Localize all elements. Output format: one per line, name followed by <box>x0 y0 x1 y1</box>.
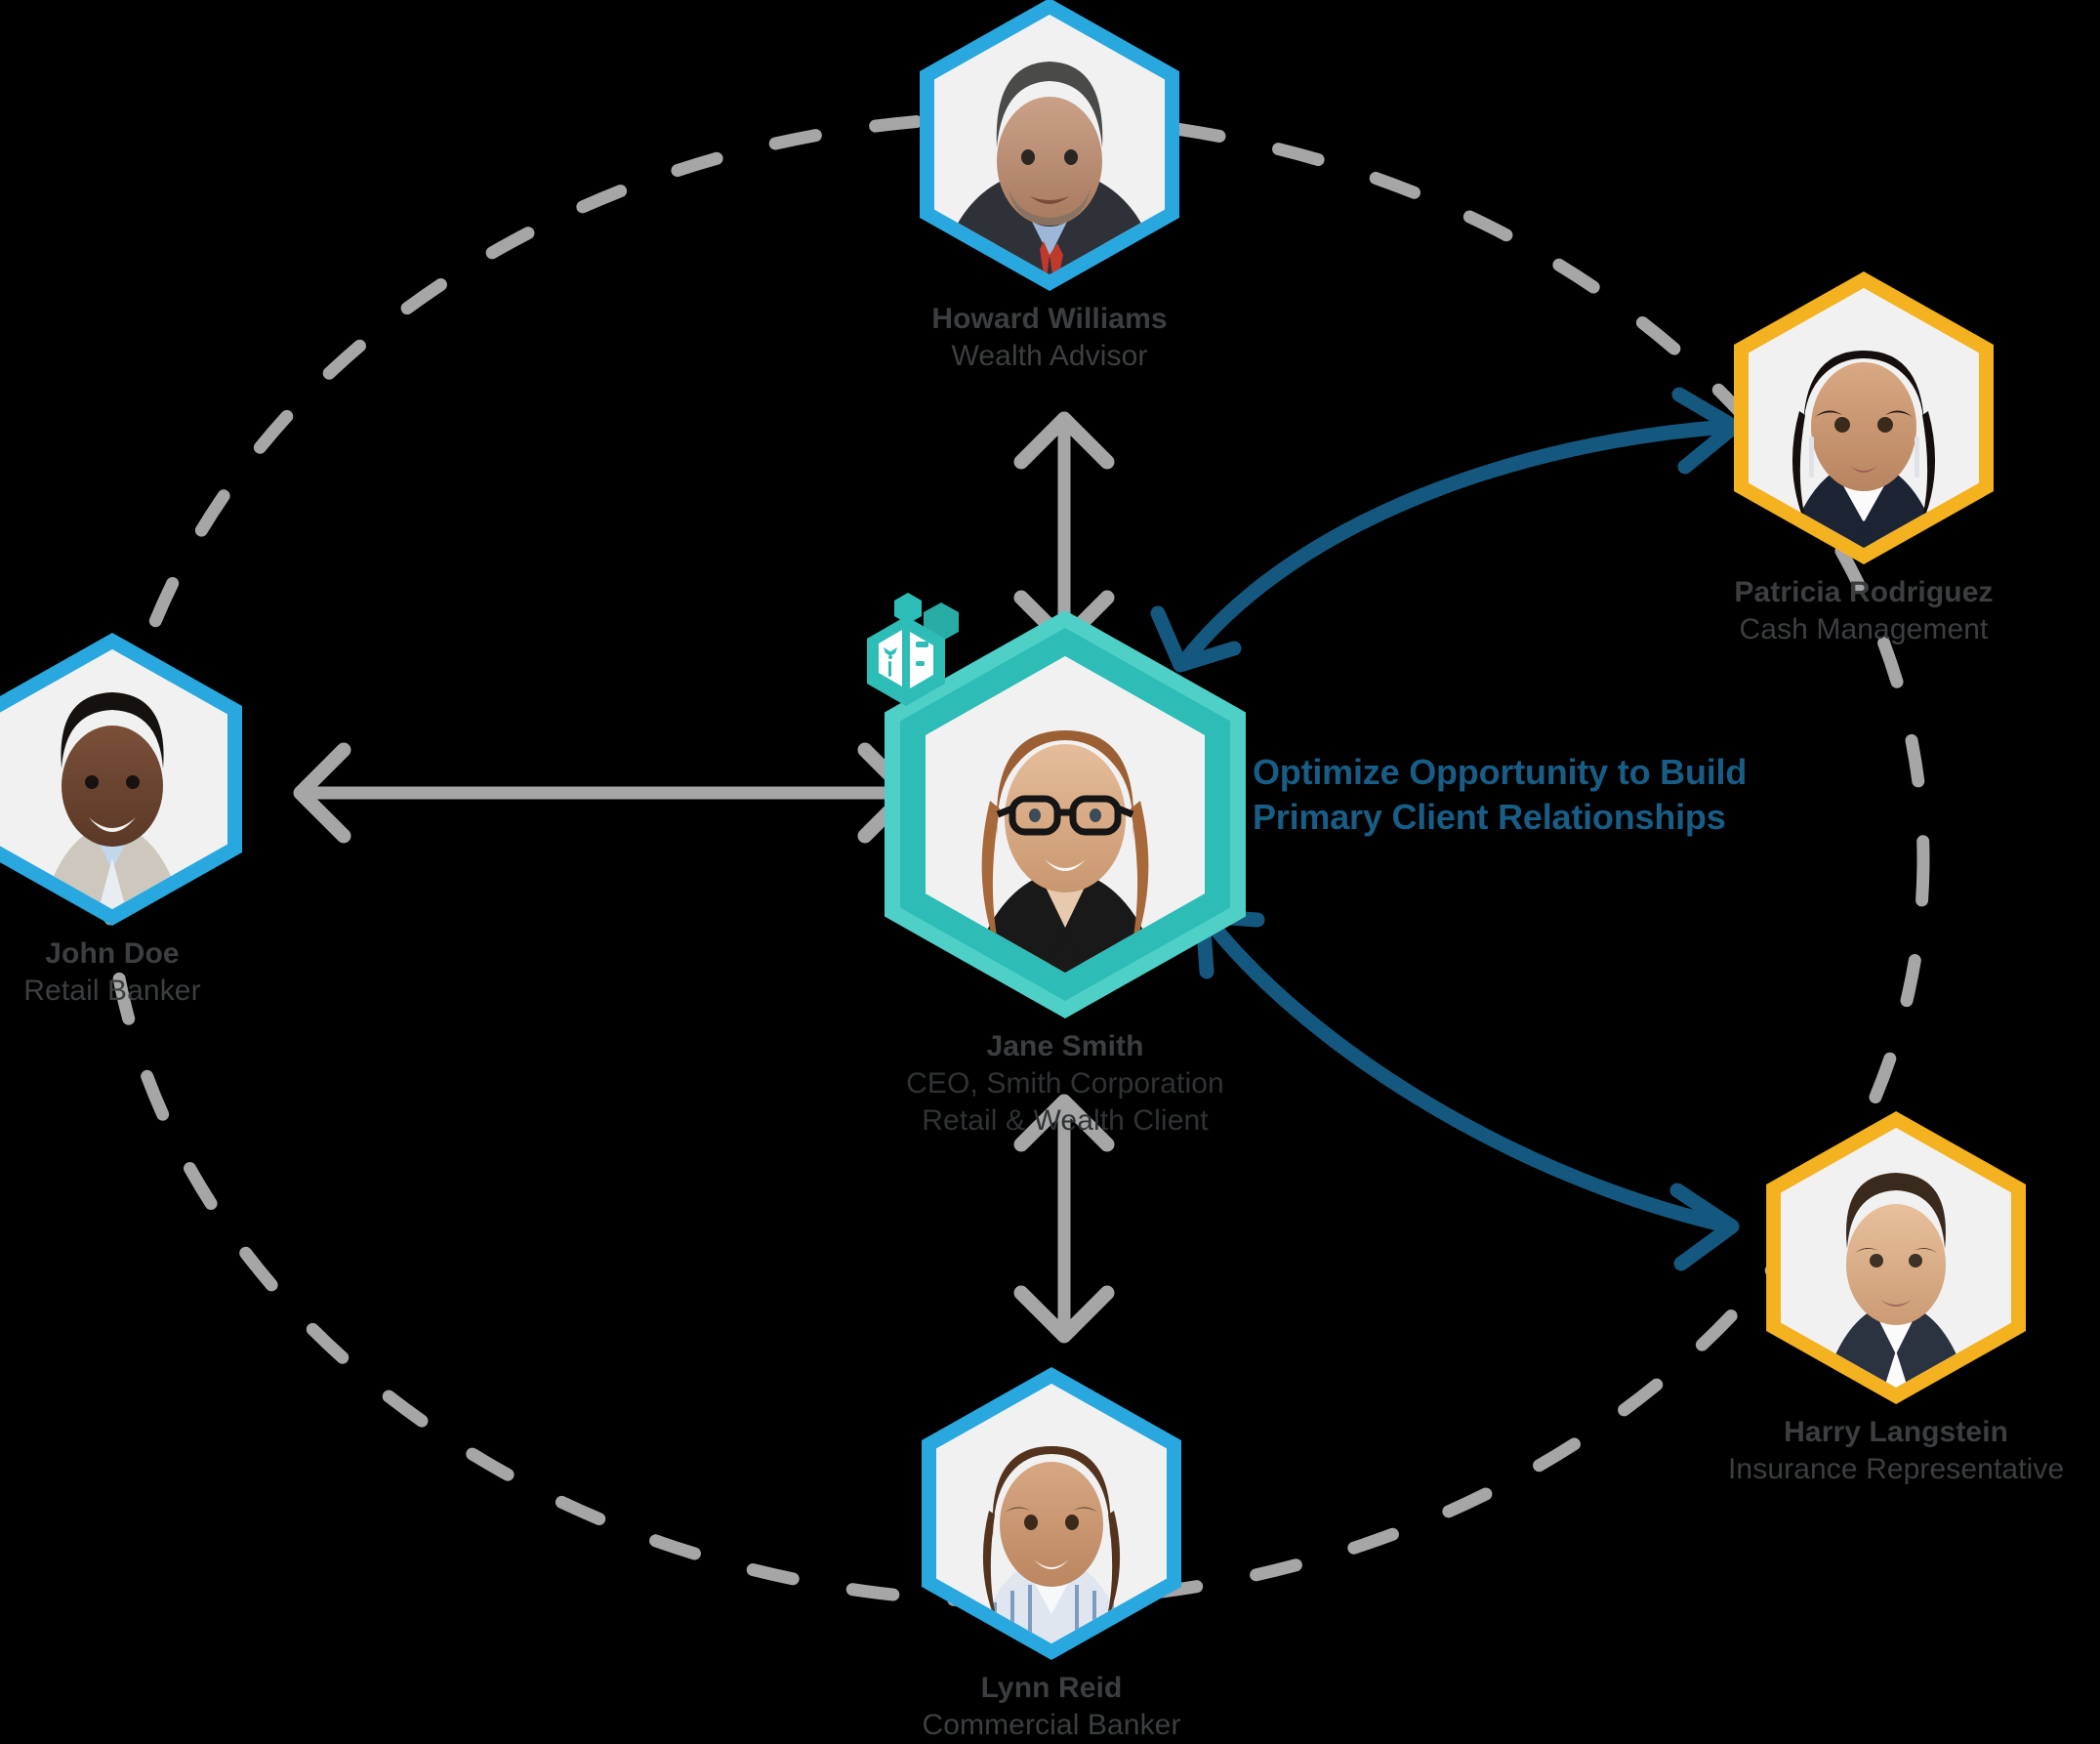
node-howard-williams[interactable]: Howard Williams Wealth Advisor <box>920 0 1179 375</box>
node-role-harry-langstein: Insurance Representative <box>1728 1452 2065 1485</box>
node-john-doe[interactable]: John Doe Retail Banker <box>0 633 242 1010</box>
node-name-patricia-rodriguez: Patricia Rodriguez <box>1734 576 1994 608</box>
node-labels-harry-langstein: Harry Langstein Insurance Representative <box>1728 1414 2064 1488</box>
node-name-jane-smith: Jane Smith <box>986 1030 1144 1062</box>
patricia-rodriguez-photo <box>1749 288 1979 548</box>
node-role-lynn-reid: Commercial Banker <box>922 1708 1181 1741</box>
node-harry-langstein[interactable]: Harry Langstein Insurance Representative <box>1728 1111 2064 1488</box>
node-name-harry-langstein: Harry Langstein <box>1784 1416 2009 1448</box>
node-role-patricia-rodriguez: Cash Management <box>1739 612 1989 645</box>
avatar-hex-lynn-reid[interactable] <box>922 1367 1181 1660</box>
node-labels-john-doe: John Doe Retail Banker <box>23 935 200 1010</box>
node-name-howard-williams: Howard Williams <box>931 303 1168 335</box>
node-labels-jane-smith: Jane Smith CEO, Smith Corporation Retail… <box>906 1028 1224 1139</box>
node-patricia-rodriguez[interactable]: Patricia Rodriguez Cash Management <box>1734 271 1994 648</box>
avatar-hex-howard-williams[interactable] <box>920 0 1179 291</box>
avatar-hex-jane-smith[interactable] <box>867 593 1246 1018</box>
jane-smith-photo <box>926 656 1205 973</box>
headline-line-1: Optimize Opportunity to Build <box>1253 752 1748 792</box>
avatar-hex-john-doe[interactable] <box>0 633 242 926</box>
diagram-headline: Optimize Opportunity to Build Primary Cl… <box>1253 750 1877 840</box>
node-name-lynn-reid: Lynn Reid <box>980 1672 1123 1704</box>
node-name-john-doe: John Doe <box>45 937 180 970</box>
connector-jane-harry <box>1195 908 1740 1271</box>
node-segment-jane-smith: Retail & Wealth Client <box>922 1103 1209 1137</box>
node-role-howard-williams: Wealth Advisor <box>951 339 1148 372</box>
node-role-jane-smith: CEO, Smith Corporation <box>906 1066 1224 1100</box>
howard-williams-photo <box>934 15 1165 274</box>
avatar-hex-patricia-rodriguez[interactable] <box>1734 271 1994 564</box>
node-labels-howard-williams: Howard Williams Wealth Advisor <box>931 301 1167 375</box>
connector-jane-john <box>293 742 916 844</box>
node-role-john-doe: Retail Banker <box>23 974 201 1007</box>
node-labels-patricia-rodriguez: Patricia Rodriguez Cash Management <box>1734 574 1993 648</box>
node-jane-smith[interactable]: Jane Smith CEO, Smith Corporation Retail… <box>867 593 1246 1139</box>
lynn-reid-photo <box>936 1384 1167 1643</box>
node-lynn-reid[interactable]: Lynn Reid Commercial Banker <box>922 1367 1181 1744</box>
connector-jane-howard <box>1013 411 1115 648</box>
avatar-hex-harry-langstein[interactable] <box>1766 1111 2027 1404</box>
harry-langstein-photo <box>1781 1128 2012 1388</box>
john-doe-photo <box>0 649 227 909</box>
headline-line-2: Primary Client Relationships <box>1253 797 1726 838</box>
node-labels-lynn-reid: Lynn Reid Commercial Banker <box>922 1670 1180 1744</box>
